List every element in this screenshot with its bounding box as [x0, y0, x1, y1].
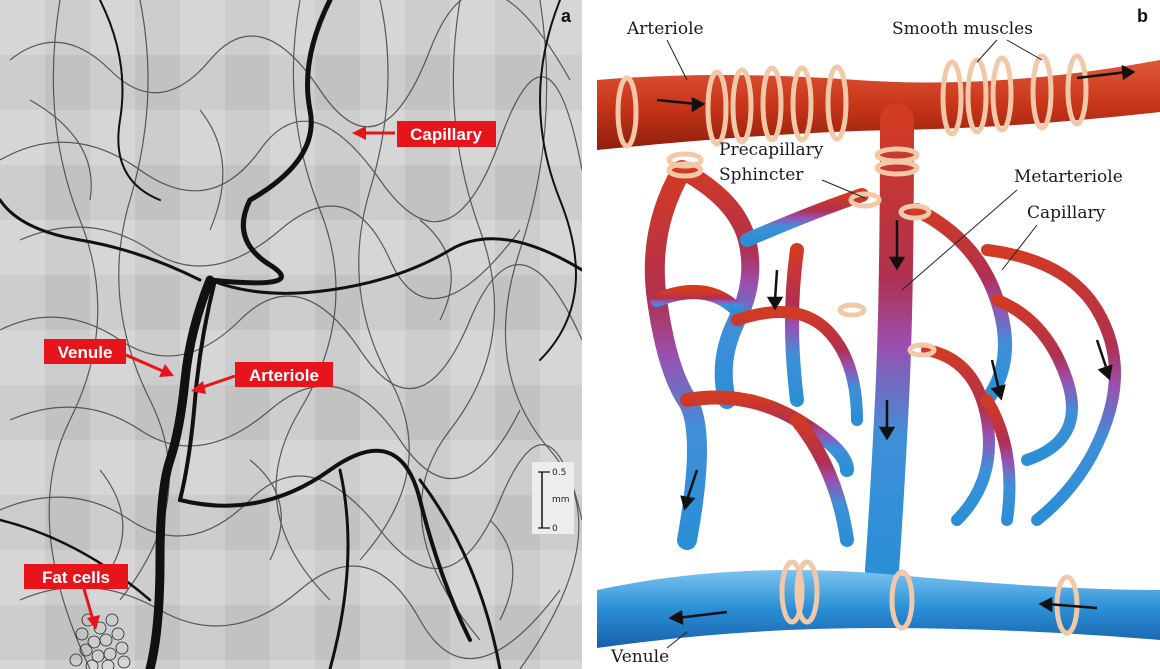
sphincter-label: Sphincter — [719, 165, 804, 185]
arteriole-vessel — [597, 60, 1160, 150]
arteriole-label: Arteriole — [626, 19, 704, 39]
panel-a-letter: a — [561, 6, 572, 26]
scale-bar: 0.5 mm 0 — [532, 462, 574, 534]
capillary-label: Capillary — [1027, 203, 1106, 223]
scale-top-value: 0.5 — [552, 468, 566, 478]
venule-label-text: Venule — [58, 343, 113, 362]
capillary-network — [655, 120, 1115, 570]
metarteriole-label: Metarteriole — [1014, 167, 1123, 187]
fat-cells-label-text: Fat cells — [42, 568, 110, 587]
scale-unit: mm — [552, 495, 570, 505]
precapillary-label: Precapillary — [719, 140, 824, 160]
smooth-muscles-label: Smooth muscles — [892, 19, 1033, 39]
arteriole-label-text: Arteriole — [249, 366, 319, 385]
venule-label: Venule — [610, 647, 669, 667]
panel-b-illustration: Arteriole Smooth muscles Precapillary Sp… — [597, 0, 1160, 669]
panel-a-micrograph: Capillary Venule Arteriole Fat cells — [0, 0, 582, 669]
micrograph-image: Capillary Venule Arteriole Fat cells — [0, 0, 582, 669]
panel-b-letter: b — [1137, 6, 1148, 26]
microcirculation-diagram: Arteriole Smooth muscles Precapillary Sp… — [597, 0, 1160, 669]
scale-bottom-value: 0 — [552, 524, 558, 534]
capillary-label-text: Capillary — [410, 125, 482, 144]
